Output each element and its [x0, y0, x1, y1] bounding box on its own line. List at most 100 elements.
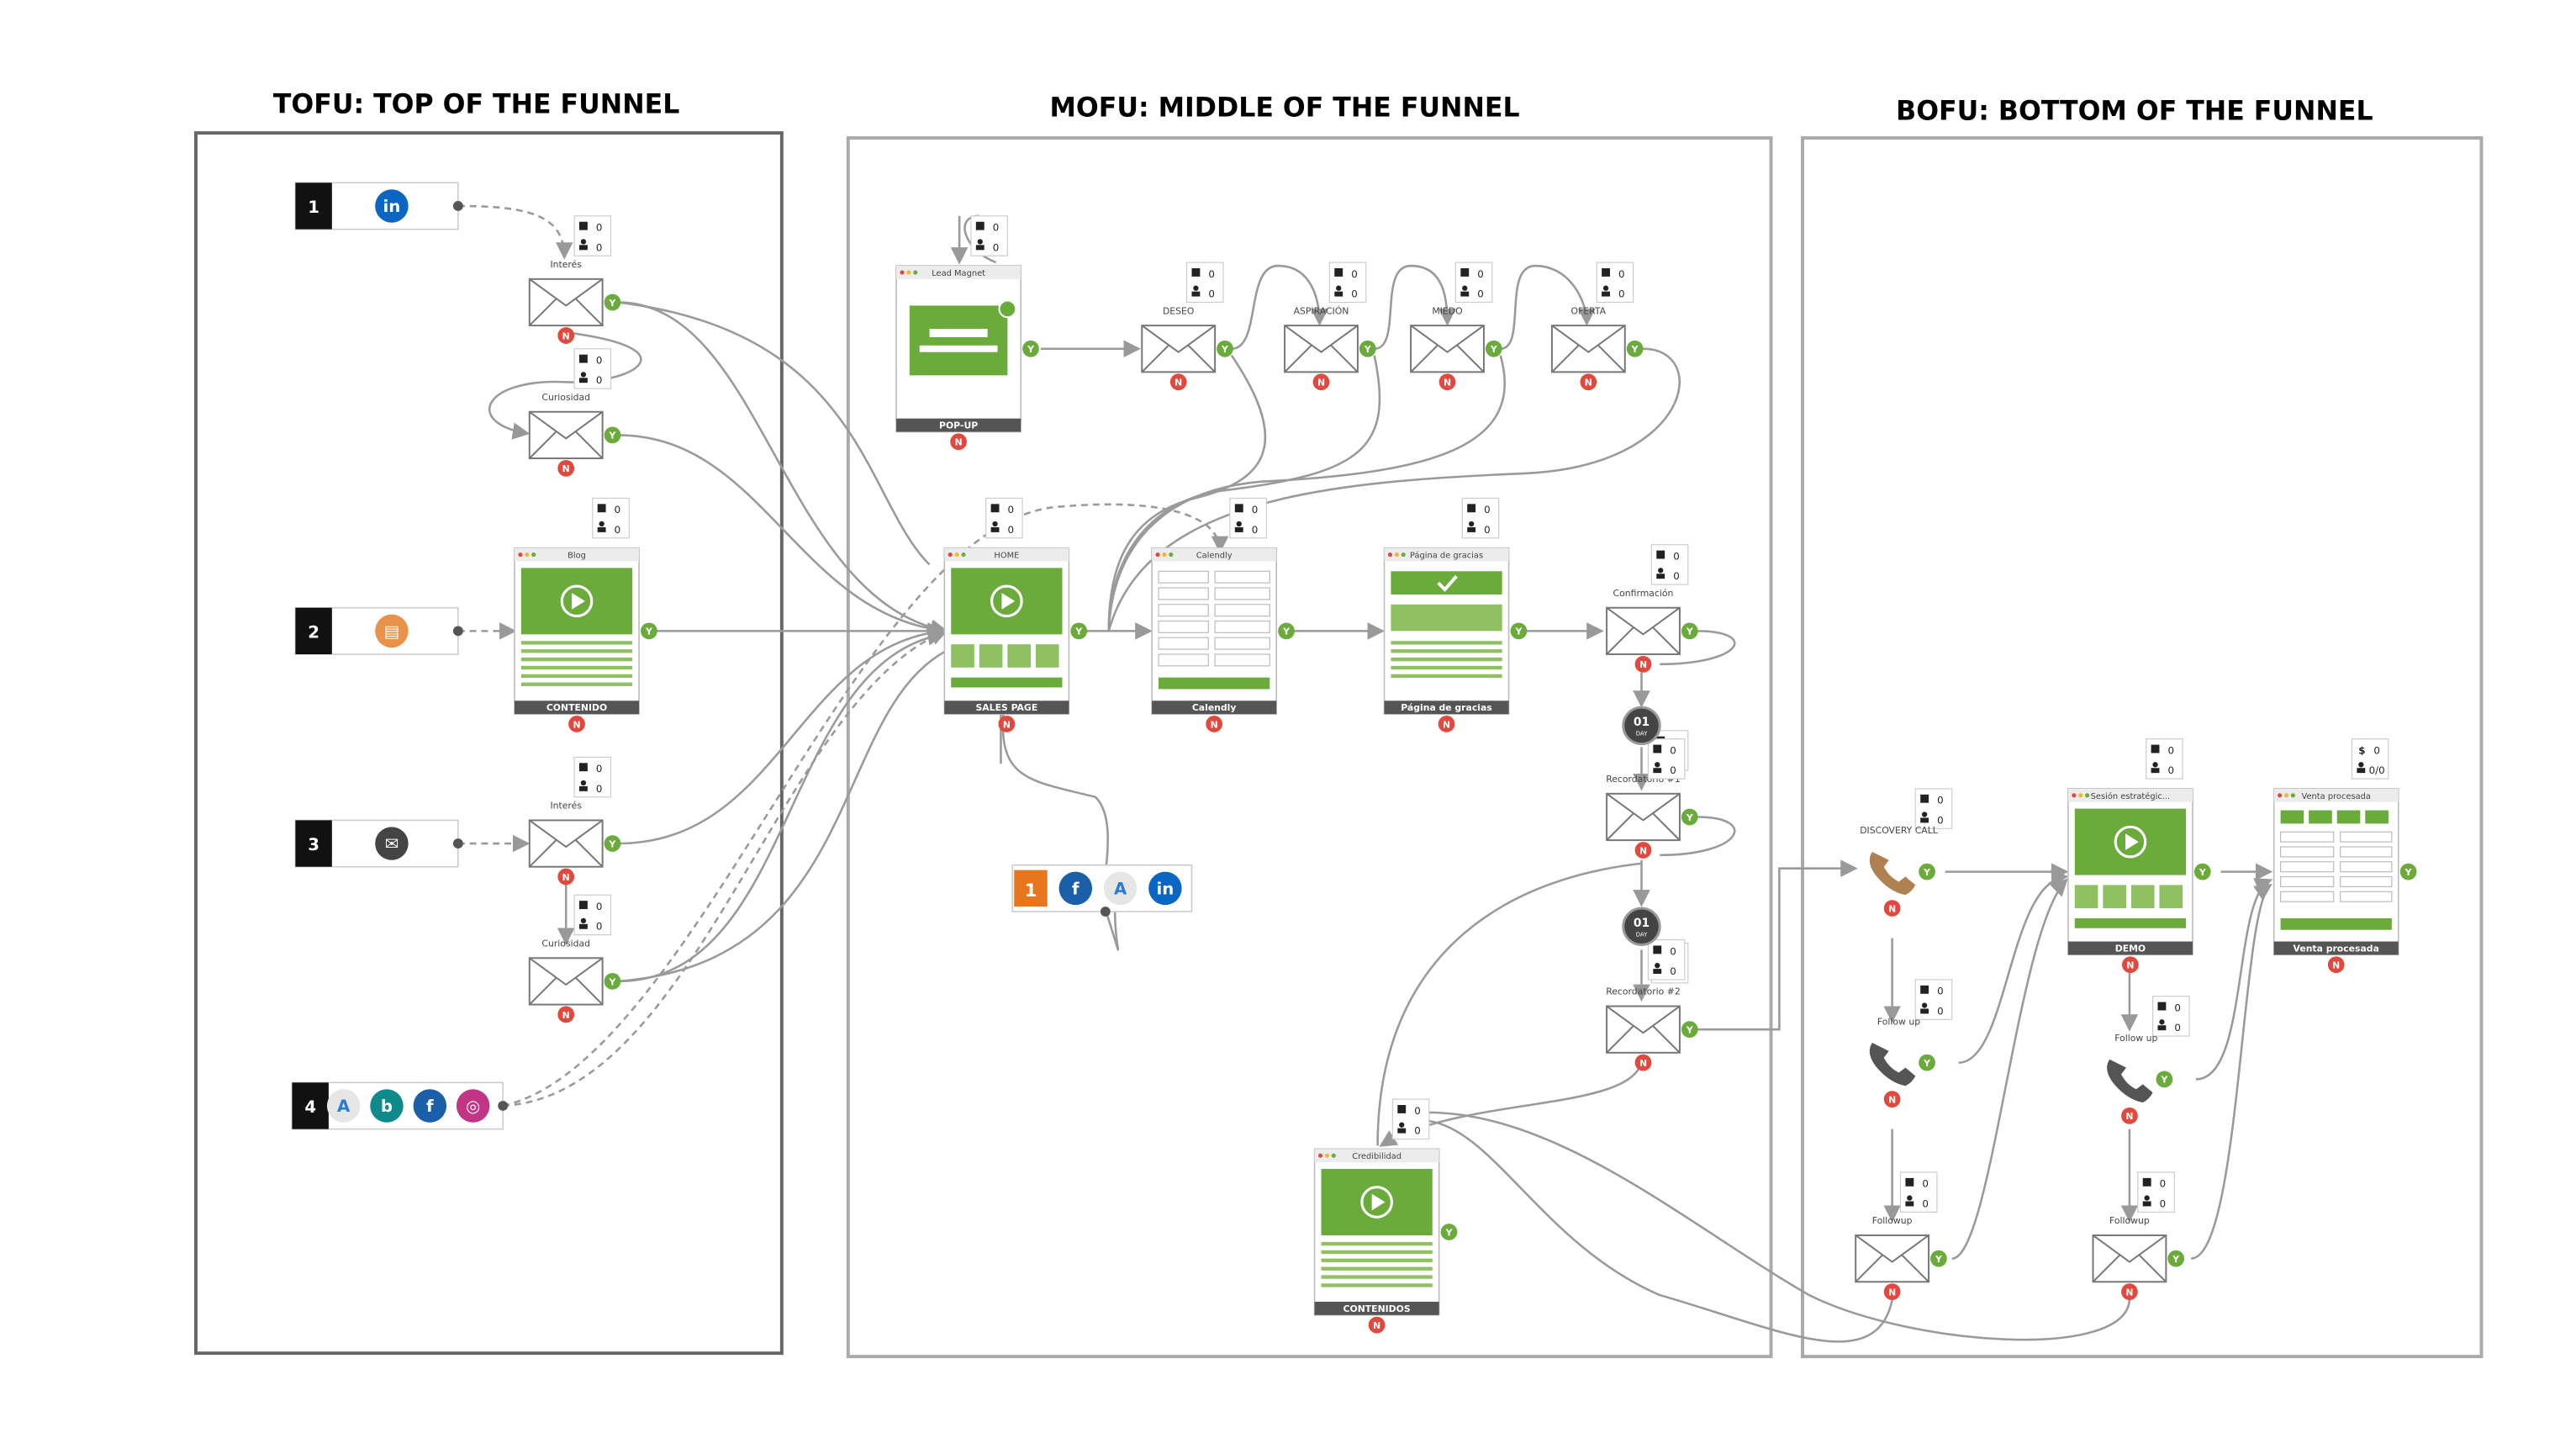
- bing-icon-glyph: b: [381, 1097, 393, 1116]
- envelope-icon: [1410, 325, 1485, 373]
- adwords-icon: A: [326, 1089, 361, 1123]
- yes-badge-circle: [604, 426, 621, 444]
- linkedin-icon-glyph: in: [383, 197, 401, 216]
- checkbox-icon: [2142, 1177, 2151, 1187]
- linkedin-icon-glyph: in: [1156, 879, 1174, 898]
- facebook-icon-glyph: f: [426, 1097, 434, 1116]
- person-icon: [1399, 1122, 1405, 1128]
- person-icon: [1236, 521, 1242, 527]
- thanks-banner: [1391, 571, 1502, 595]
- email-node-e10[interactable]: 00Recordatorio #1YN: [1606, 730, 1698, 859]
- stat-checked-value: 0: [1484, 504, 1491, 515]
- no-badge: N: [1883, 1091, 1901, 1108]
- page-title: Calendly: [1196, 552, 1233, 561]
- no-badge: N: [1169, 373, 1187, 391]
- yes-badge-label: Y: [1027, 344, 1034, 355]
- person-icon: [1468, 521, 1475, 527]
- stats-box: 00: [1185, 262, 1224, 304]
- stat-people-value: 0: [1008, 524, 1015, 536]
- window-dot: [2072, 793, 2077, 798]
- bofu-box: [1801, 136, 2484, 1359]
- no-badge: N: [557, 1006, 575, 1023]
- yes-badge-circle: [1626, 340, 1644, 357]
- page-content: [1391, 571, 1502, 679]
- no-badge: N: [1634, 842, 1652, 859]
- no-badge-circle: [1206, 716, 1223, 732]
- form-field: [1214, 637, 1270, 650]
- feature-tile: [1035, 644, 1059, 668]
- adwords-icon-glyph: A: [337, 1097, 351, 1116]
- envelope-icon: [1855, 1234, 1930, 1283]
- yes-badge: Y: [1217, 340, 1233, 357]
- page-title: Página de gracias: [1410, 551, 1483, 561]
- facebook-icon-circle: [413, 1089, 447, 1123]
- stat-checked-value: 0: [1922, 1178, 1929, 1190]
- text-line: [520, 649, 633, 653]
- yes-badge: Y: [2399, 863, 2417, 880]
- checkbox-icon: [1334, 267, 1343, 277]
- envelope-flap: [1284, 325, 1359, 373]
- page-caption-bar: [2067, 941, 2193, 955]
- page-titlebar: [515, 547, 640, 562]
- stat-people-value: 0: [1670, 764, 1676, 776]
- text-line: [1321, 1275, 1433, 1279]
- adwords-icon-circle: [1103, 871, 1138, 906]
- text-line: [1321, 1241, 1433, 1246]
- stats-box: $00/0: [2351, 738, 2389, 780]
- stat-people-value: 0: [1922, 1197, 1929, 1209]
- stat-people-value: 0: [1477, 288, 1484, 300]
- source-number: 2: [308, 622, 319, 642]
- person-icon: [2159, 1019, 2165, 1025]
- stat-people-value: 0: [2168, 764, 2175, 776]
- person-icon-body: [1602, 291, 1610, 297]
- form-field: [1214, 570, 1270, 584]
- source-2[interactable]: 2▤: [294, 606, 463, 655]
- yes-badge-circle: [1440, 1224, 1458, 1240]
- no-badge-label: N: [2332, 960, 2340, 971]
- page-titlebar: [2067, 788, 2193, 802]
- yes-badge-label: Y: [1514, 626, 1522, 637]
- person-icon-body: [1653, 969, 1662, 975]
- email-icon-glyph: ✉: [385, 834, 399, 854]
- envelope-icon: [1550, 325, 1626, 373]
- person-icon-body: [579, 923, 588, 929]
- person-icon: [580, 372, 587, 378]
- checkbox-icon: [579, 763, 588, 772]
- no-badge-label: N: [2126, 960, 2134, 971]
- form-field: [1158, 637, 1209, 650]
- envelope-icon: [1606, 792, 1681, 842]
- stat-checked-value: 0: [596, 355, 603, 367]
- form-field: [1214, 587, 1270, 600]
- no-badge-circle: [568, 716, 585, 732]
- source-3[interactable]: 3✉: [294, 819, 463, 868]
- email-label: Followup: [2109, 1215, 2150, 1226]
- stat-checked-value: 0: [1670, 945, 1676, 957]
